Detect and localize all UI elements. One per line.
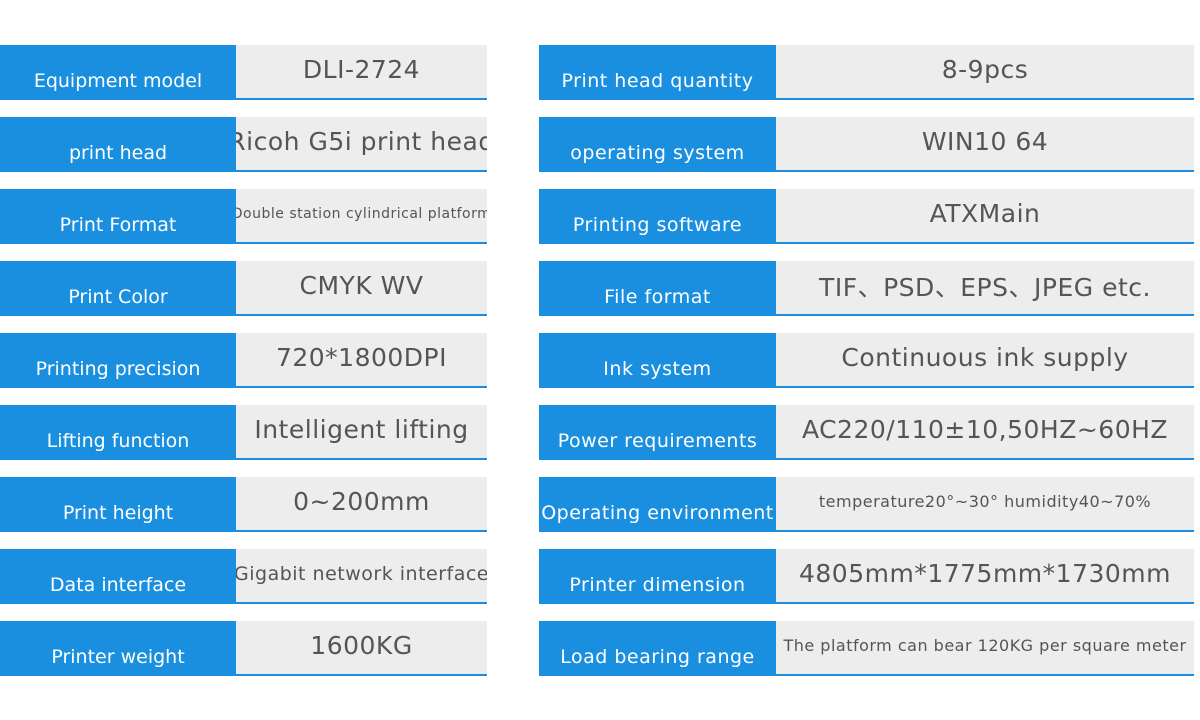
spec-label: Data interface [0,549,236,604]
spec-label: Equipment model [0,45,236,100]
spec-value: 4805mm*1775mm*1730mm [776,549,1194,602]
spec-value: Intelligent lifting [236,405,487,458]
spec-value: 0~200mm [236,477,487,530]
spec-value: Gigabit network interface [236,549,487,602]
spec-label: Printing software [539,189,776,244]
spec-value: AC220/110±10,50HZ~60HZ [776,405,1194,458]
spec-label: Print head quantity [539,45,776,100]
spec-label: Printer weight [0,621,236,676]
spec-label: Print height [0,477,236,532]
spec-value: Ricoh G5i print head [236,117,487,170]
spec-value: CMYK WV [236,261,487,314]
spec-label: print head [0,117,236,172]
spec-label: Printer dimension [539,549,776,604]
spec-value: Double station cylindrical platform [236,189,487,242]
spec-label: Print Color [0,261,236,316]
spec-value: Continuous ink supply [776,333,1194,386]
spec-label: Print Format [0,189,236,244]
spec-label: Operating environment [539,477,776,532]
spec-label: File format [539,261,776,316]
spec-label: Lifting function [0,405,236,460]
spec-value: ATXMain [776,189,1194,242]
spec-value: 8-9pcs [776,45,1194,98]
spec-value: DLI-2724 [236,45,487,98]
spec-value: 720*1800DPI [236,333,487,386]
spec-value: temperature20°~30° humidity40~70% [776,477,1194,530]
spec-label: operating system [539,117,776,172]
spec-value: 1600KG [236,621,487,674]
spec-label: Power requirements [539,405,776,460]
spec-label: Ink system [539,333,776,388]
spec-value: WIN10 64 [776,117,1194,170]
spec-value: TIF、PSD、EPS、JPEG etc. [776,261,1194,314]
spec-label: Printing precision [0,333,236,388]
spec-label: Load bearing range [539,621,776,676]
spec-value: The platform can bear 120KG per square m… [776,621,1194,674]
